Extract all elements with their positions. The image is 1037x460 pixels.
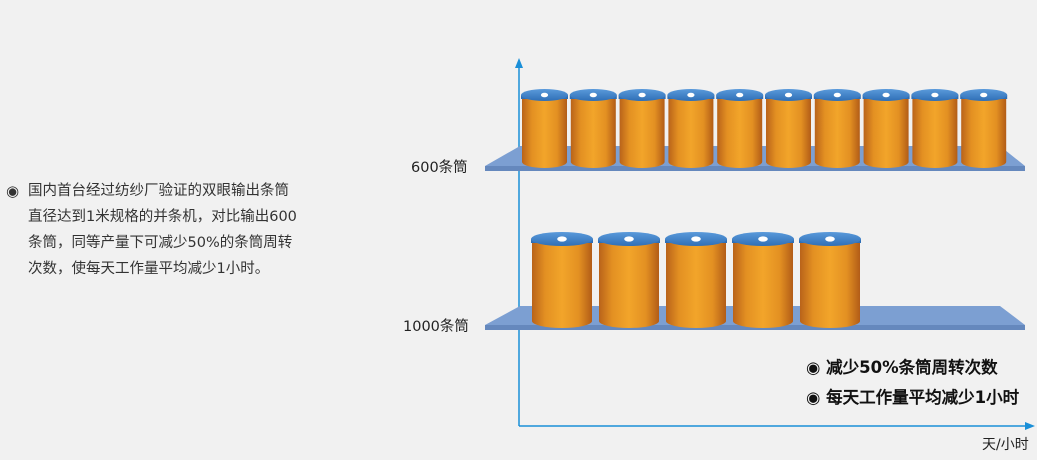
cans-row-1000 <box>531 232 861 328</box>
description-line: 直径达到1米规格的并条机，对比输出600 <box>28 209 297 225</box>
description-line: 国内首台经过纺纱厂验证的双眼输出条筒 <box>28 183 289 199</box>
row-label-1000: 1000条筒 <box>403 319 469 335</box>
description-block: ◉ 国内首台经过纺纱厂验证的双眼输出条筒 直径达到1米规格的并条机，对比输出60… <box>6 178 336 282</box>
axes <box>515 58 1035 430</box>
shelf-top-row-edge <box>485 166 1025 171</box>
bullet-icon: ◉ <box>6 182 20 200</box>
x-axis-label: 天/小时 <box>982 437 1029 453</box>
can-icon <box>618 89 666 168</box>
can-icon <box>531 232 593 328</box>
can-icon <box>862 89 910 168</box>
can-icon <box>960 89 1008 168</box>
can-icon <box>667 89 715 168</box>
can-icon <box>799 232 861 328</box>
conclusion-2: ◉ 每天工作量平均减少1小时 <box>806 388 1020 407</box>
y-axis-arrow <box>515 58 523 68</box>
can-icon <box>911 89 959 168</box>
description-line: 条筒，同等产量下可减少50%的条筒周转 <box>28 235 293 251</box>
description-line: 次数，使每天工作量平均减少1小时。 <box>28 261 270 277</box>
can-icon <box>716 89 764 168</box>
x-axis-arrow <box>1025 422 1035 430</box>
can-icon <box>732 232 794 328</box>
can-icon <box>598 232 660 328</box>
can-icon <box>813 89 861 168</box>
conclusion-1: ◉ 减少50%条筒周转次数 <box>806 358 998 377</box>
can-icon <box>665 232 727 328</box>
cans-row-600 <box>521 89 1008 168</box>
can-icon <box>521 89 568 168</box>
can-icon <box>765 89 812 168</box>
row-label-600: 600条筒 <box>411 160 468 176</box>
can-icon <box>569 89 617 168</box>
